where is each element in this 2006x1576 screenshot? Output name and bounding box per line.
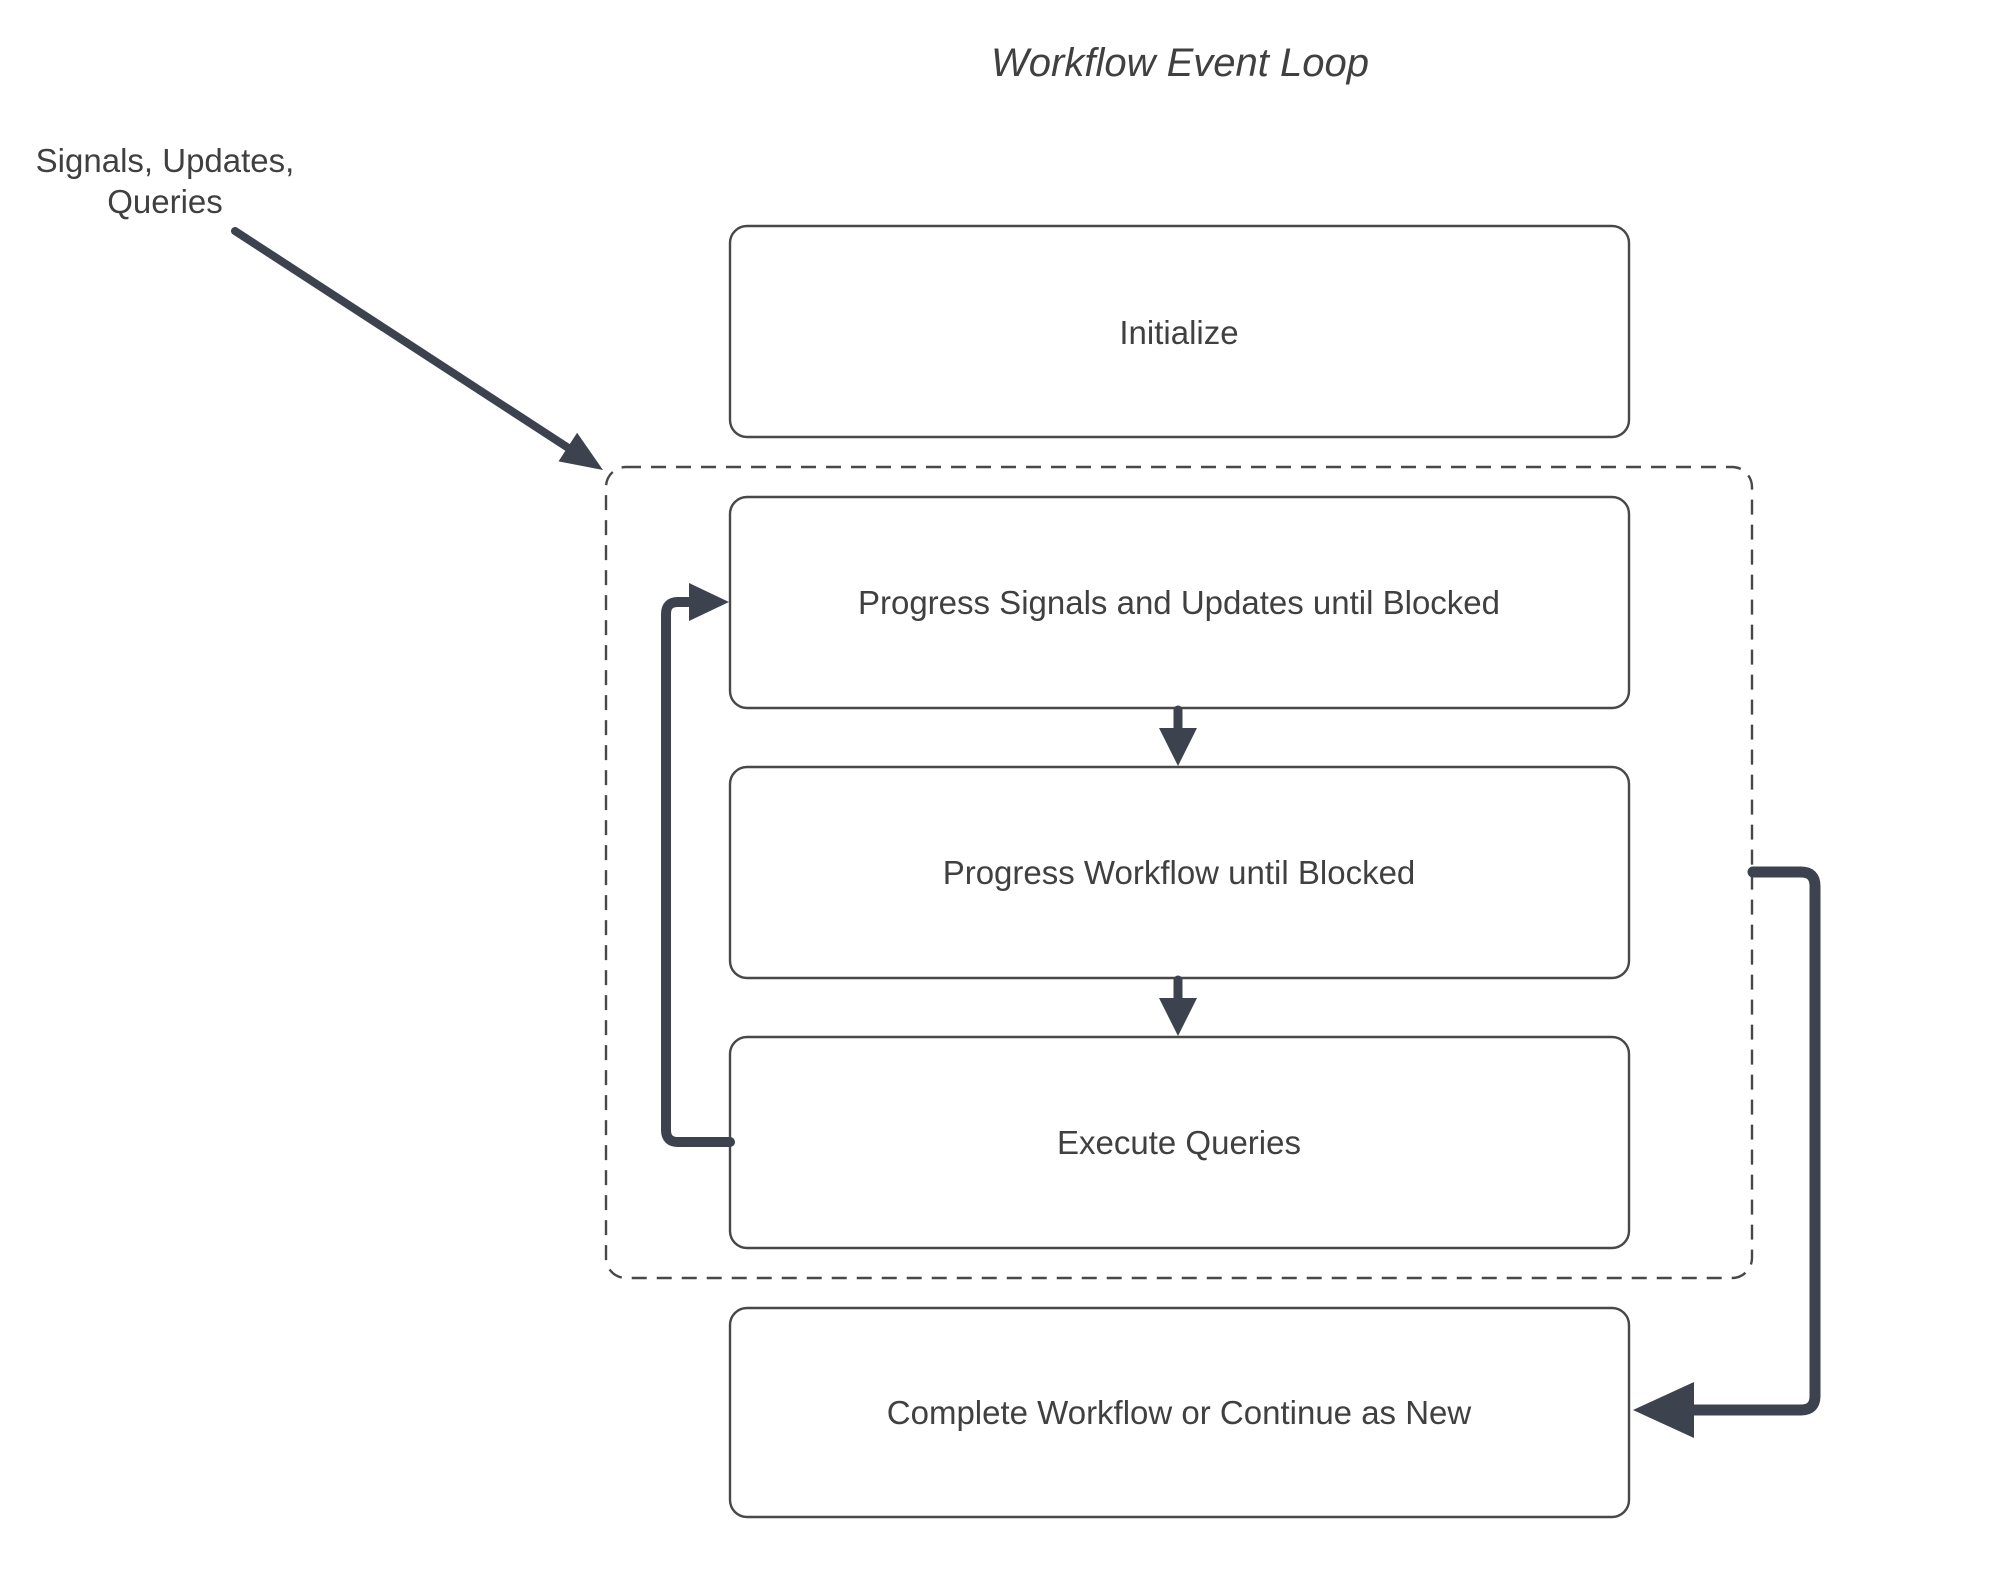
complete-workflow-node-label: Complete Workflow or Continue as New: [887, 1394, 1472, 1431]
signals-input-arrow: [231, 227, 603, 470]
annotation-line-2: Queries: [107, 183, 223, 220]
event-loop-container: [604, 465, 1754, 1280]
complete-workflow-node-box: [728, 1306, 1631, 1519]
signals-input-arrow-head: [558, 432, 603, 470]
loop-back-arrow-shaft: [661, 597, 735, 1147]
execute-queries-node: Execute Queries: [728, 1035, 1631, 1250]
initialize-node: Initialize: [728, 224, 1631, 439]
progress-signals-node-label: Progress Signals and Updates until Block…: [858, 584, 1500, 621]
progress-workflow-node: Progress Workflow until Blocked: [728, 765, 1631, 980]
progress-workflow-node-label: Progress Workflow until Blocked: [943, 854, 1416, 891]
signals-input-arrow-shaft: [231, 227, 577, 455]
arrow-signals-to-workflow: [1159, 705, 1197, 766]
annotation-line-1: Signals, Updates,: [36, 142, 295, 179]
arrow-workflow-to-queries-head: [1159, 998, 1197, 1036]
loop-back-arrow: [661, 583, 735, 1147]
execute-queries-node-label: Execute Queries: [1057, 1124, 1301, 1161]
progress-signals-node: Progress Signals and Updates until Block…: [728, 495, 1631, 710]
signals-updates-queries-label: Signals, Updates, Queries: [36, 142, 295, 220]
complete-workflow-node: Complete Workflow or Continue as New: [728, 1306, 1631, 1519]
initialize-node-box: [728, 224, 1631, 439]
loop-back-arrow-head: [689, 583, 729, 621]
arrow-workflow-to-queries: [1159, 975, 1197, 1036]
diagram-title: Workflow Event Loop: [991, 41, 1369, 85]
continue-arrow-shaft: [1687, 866, 1821, 1416]
continue-arrow-head: [1633, 1382, 1694, 1438]
continue-arrow: [1633, 866, 1821, 1438]
arrow-signals-to-workflow-head: [1159, 728, 1197, 766]
initialize-node-label: Initialize: [1119, 314, 1238, 351]
